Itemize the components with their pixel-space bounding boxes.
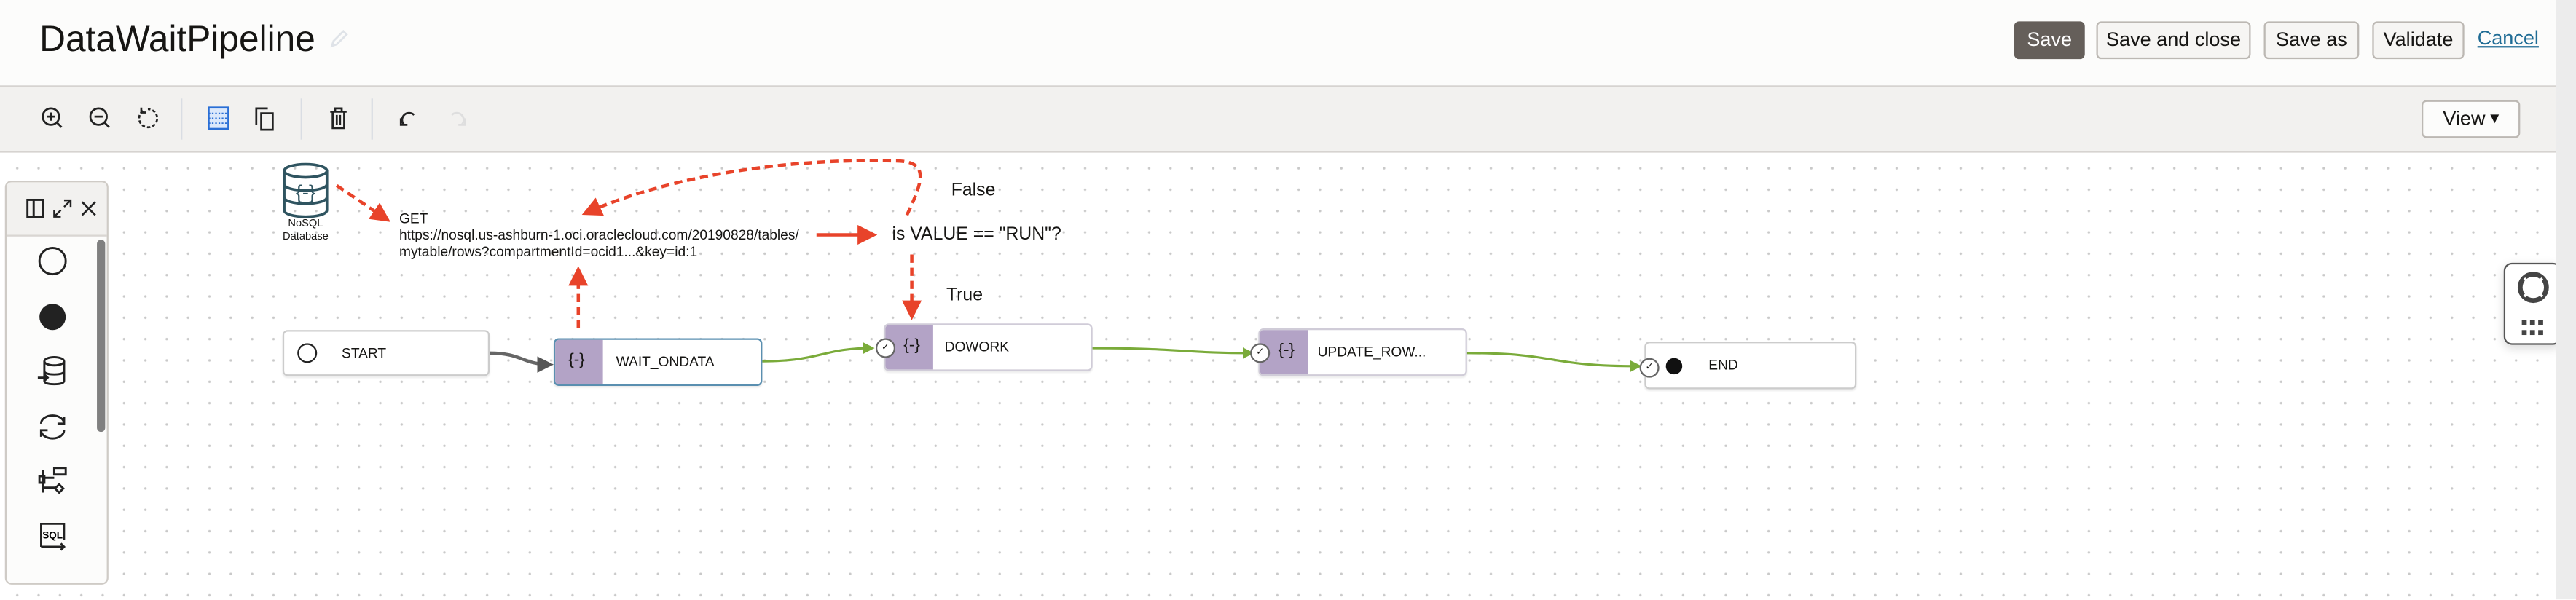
node-label: WAIT_ONDATA (616, 352, 715, 370)
edge-start-wait (490, 351, 554, 373)
pipeline-canvas[interactable] (0, 152, 2556, 600)
caret-down-icon: ▼ (2487, 110, 2502, 127)
header: DataWaitPipeline Save Save and close Sav… (0, 0, 2556, 87)
expand-icon[interactable] (52, 199, 72, 218)
palette-scrollbar[interactable] (97, 240, 106, 433)
save-and-close-button[interactable]: Save and close (2096, 21, 2251, 60)
node-end[interactable]: ✓ END (1639, 342, 1857, 390)
script-icon: {-} (1278, 342, 1295, 360)
save-button[interactable]: Save (2014, 21, 2085, 60)
refresh-icon[interactable] (36, 411, 69, 443)
db-label: NoSQL (288, 218, 323, 230)
data-loader-icon[interactable] (36, 355, 69, 387)
toolbar-divider (300, 98, 302, 140)
node-start[interactable]: START (282, 330, 490, 376)
true-label: True (946, 285, 983, 306)
annotation-arrow-false (581, 159, 922, 216)
end-circle-icon (1665, 358, 1683, 375)
toolbar: View▼ (0, 87, 2556, 153)
reset-zoom-icon[interactable] (135, 105, 161, 131)
success-check-icon: ✓ (875, 338, 896, 358)
edit-pencil-icon[interactable] (329, 29, 348, 50)
node-label: START (342, 344, 387, 362)
task-icon-block: {-} (555, 339, 603, 384)
url-line: mytable/rows?compartmentId=ocid1...&key=… (398, 242, 698, 260)
toolbar-divider (371, 98, 373, 140)
node-label: END (1708, 356, 1738, 373)
end-icon[interactable] (36, 301, 69, 333)
db-label: Database (283, 230, 329, 242)
validate-button[interactable]: Validate (2372, 21, 2465, 60)
page-scrollbar[interactable] (2556, 0, 2576, 600)
svg-text:{-}: {-} (296, 181, 315, 203)
edge-dowork-update (1091, 347, 1254, 359)
condition-label: is VALUE == "RUN"? (892, 224, 1061, 245)
success-check-icon: ✓ (1250, 343, 1271, 363)
zoom-out-icon[interactable] (87, 105, 114, 131)
node-update-row[interactable]: {-} ✓ UPDATE_ROW... (1250, 328, 1467, 376)
view-menu-button[interactable]: View▼ (2422, 100, 2521, 138)
sql-task-icon[interactable]: SQL (36, 521, 69, 553)
grid-icon[interactable] (205, 105, 232, 131)
node-label: UPDATE_ROW... (1317, 343, 1426, 360)
edge-wait-dowork (762, 342, 875, 363)
url-line: https://nosql.us-ashburn-1.oci.oracleclo… (398, 226, 799, 243)
zoom-in-icon[interactable] (39, 105, 66, 131)
lifebuoy-help-icon[interactable] (2517, 271, 2550, 304)
success-check-icon: ✓ (1639, 358, 1660, 378)
node-dowork[interactable]: {-} ✓ DOWORK (875, 323, 1093, 371)
page-title: DataWaitPipeline (39, 17, 315, 60)
decision-icon[interactable] (36, 465, 69, 497)
node-wait-ondata[interactable]: {-} WAIT_ONDATA (553, 338, 763, 386)
view-label: View (2443, 106, 2486, 130)
toolbar-divider (181, 98, 183, 140)
svg-text:SQL: SQL (42, 530, 63, 541)
start-circle-icon (297, 343, 318, 363)
false-label: False (951, 181, 996, 201)
undo-icon[interactable] (396, 105, 422, 131)
close-icon[interactable] (80, 200, 97, 217)
script-icon: {-} (568, 351, 585, 370)
drag-handle-icon[interactable] (2521, 320, 2545, 337)
delete-icon[interactable] (326, 105, 352, 131)
cancel-link[interactable]: Cancel (2477, 26, 2539, 50)
help-panel (2503, 262, 2561, 345)
copy-icon[interactable] (251, 105, 278, 131)
start-icon[interactable] (36, 245, 69, 277)
operators-palette: SQL (4, 181, 109, 585)
save-as-button[interactable]: Save as (2263, 21, 2360, 60)
task-icon-block: {-} (885, 325, 933, 370)
palette-header (7, 182, 107, 237)
annotation-arrow-db (336, 183, 390, 222)
nosql-database-icon: {-} (283, 162, 329, 218)
panel-toggle-icon[interactable] (26, 198, 44, 218)
node-label: DOWORK (944, 338, 1010, 355)
script-icon: {-} (903, 336, 920, 355)
redo-icon (451, 111, 466, 126)
edge-update-end (1466, 352, 1642, 372)
get-label: GET (398, 210, 428, 227)
